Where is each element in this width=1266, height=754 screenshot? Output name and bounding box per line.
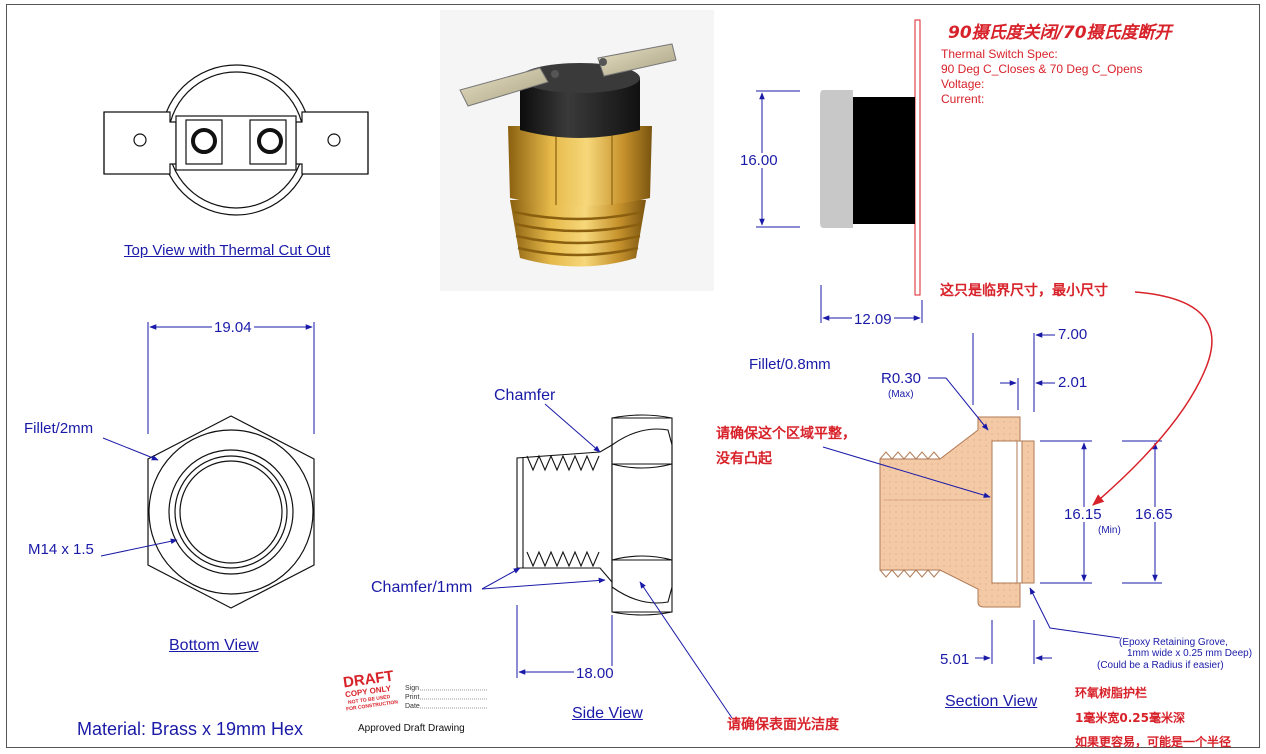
side-view: [516, 414, 673, 616]
dim-16-15: 16.15: [1063, 506, 1103, 523]
thread-label: M14 x 1.5: [28, 541, 94, 558]
chamfer-1mm-label: Chamfer/1mm: [371, 579, 473, 596]
dim-side-length: 18.00: [574, 665, 616, 682]
sig-sign: Sign: [405, 685, 420, 692]
note-epoxy-cn-1: 环氧树脂护栏: [1075, 686, 1148, 700]
note-flat-line-1: 请确保这个区域平整，: [716, 426, 856, 442]
approved-draft-label: Approved Draft Drawing: [358, 723, 465, 734]
note-flat-line-2: 没有凸起: [716, 451, 772, 467]
section-view: [879, 416, 1035, 608]
epoxy-note-1: (Epoxy Retaining Grove,: [1119, 637, 1228, 648]
top-view: [103, 64, 369, 216]
section-view-title: Section View: [945, 693, 1038, 710]
bottom-view: [147, 415, 315, 609]
dim-hex-width: 19.04: [212, 319, 254, 336]
note-polish: 请确保表面光洁度: [727, 717, 839, 733]
spec-line-4: Current:: [941, 92, 985, 106]
dim-cap-height: 16.00: [739, 152, 779, 169]
radius-note: (Max): [888, 389, 914, 400]
dim-5-01: 5.01: [940, 651, 970, 668]
bottom-view-dims: [100, 322, 315, 557]
material-label: Material: Brass x 19mm Hex: [77, 719, 304, 739]
product-photo: [440, 10, 714, 291]
cap-view: [820, 19, 921, 296]
spec-line-2: 90 Deg C_Closes & 70 Deg C_Opens: [941, 62, 1143, 76]
fillet-2mm-label: Fillet/2mm: [24, 420, 94, 437]
radius-label: R0.30: [881, 370, 922, 387]
dim-16-15-note: (Min): [1098, 525, 1121, 536]
note-epoxy-cn-2: 1毫米宽0.25毫米深: [1075, 711, 1185, 725]
sig-print: Print: [405, 694, 420, 701]
spec-line-3: Voltage:: [941, 77, 985, 91]
sig-date: Date: [405, 703, 420, 710]
spec-line-1: Thermal Switch Spec:: [941, 47, 1058, 61]
dim-7-00: 7.00: [1058, 326, 1088, 343]
side-view-title: Side View: [572, 705, 643, 722]
fillet-08-label: Fillet/0.8mm: [749, 356, 831, 373]
bottom-view-title: Bottom View: [169, 637, 259, 654]
note-critical-dimension: 这只是临界尺寸，最小尺寸: [940, 283, 1108, 299]
top-view-title: Top View with Thermal Cut Out: [124, 242, 331, 259]
red-leader: [1092, 291, 1213, 506]
chamfer-label: Chamfer: [494, 387, 556, 404]
dim-2-01: 2.01: [1058, 374, 1088, 391]
dim-cap-width: 12.09: [852, 311, 894, 328]
sheet-border: [6, 4, 1260, 748]
spec-title: 90摄氏度关闭/70摄氏度断开: [948, 23, 1172, 43]
epoxy-note-3: (Could be a Radius if easier): [1097, 660, 1224, 671]
signature-lines: [420, 689, 488, 709]
epoxy-note-2: 1mm wide x 0.25 mm Deep): [1127, 648, 1253, 659]
dim-16-65: 16.65: [1134, 506, 1174, 523]
note-epoxy-cn-3: 如果更容易，可能是一个半径: [1075, 735, 1232, 749]
product-photo-art: [440, 10, 714, 291]
